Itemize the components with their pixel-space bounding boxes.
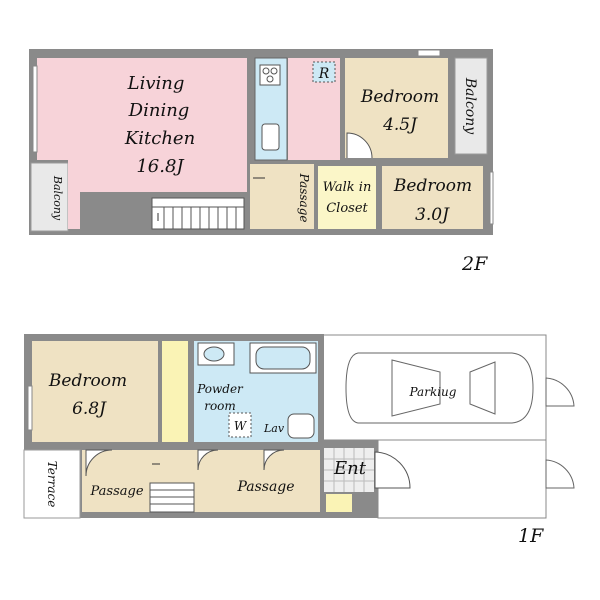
window-mark [489,171,494,225]
bedroom-4-5-label: Bedroom [360,87,439,107]
bedroom-3-0-size: 3.0J [415,205,450,225]
entrance-label: Ent [333,458,367,479]
washer-space [228,412,252,438]
door-swing [85,449,113,477]
bedroom-3-0-room [382,166,483,229]
bedroom-4-5-size: 4.5J [382,115,418,135]
storage-strip [162,341,188,442]
ldk-size: 16.8J [136,156,185,177]
balcony-east-label: Balcony [462,77,478,135]
walk-in-closet [318,166,376,229]
floor-label-1f: 1F [518,525,544,547]
washer-mark: W [234,419,248,433]
burner-icon [266,75,274,83]
door-swing [263,449,285,471]
passage-left-label: Passage [89,484,143,499]
shoe-cabinet [326,494,352,512]
window-mark [32,65,38,153]
powder-room-label-line2: room [204,399,236,413]
ldk-label-line1: Living [127,73,185,94]
stair-treads [150,489,194,505]
wash-basin-icon [203,346,225,362]
ldk-label-line2: Dining [128,100,190,121]
floor-label-2f: 2F [461,253,488,275]
window-mark [27,385,33,431]
car-rear-window [469,361,496,415]
refrigerator-mark: R [318,66,330,82]
burner-icon [262,67,270,75]
stair-treads [152,206,244,229]
tile-grid [324,448,374,492]
passage-right-label: Passage [236,479,294,495]
closet-label-line2: Closet [326,201,368,216]
door-swing [197,449,219,471]
window-mark [417,49,441,57]
sink-icon [261,123,280,151]
gate-swing [545,459,575,489]
stove-icon [259,64,281,86]
bedroom-6-8-label: Bedroom [48,371,127,391]
floor-2f: Living Dining Kitchen 16.8J R Bedroom 4.… [29,49,494,275]
bedroom-6-8-room [32,341,158,442]
terrace [23,449,81,519]
lavatory-label: Lav [263,422,285,435]
bedroom-6-8-size: 6.8J [72,399,107,419]
parking-label: Parkiug [409,385,457,399]
car-windshield [391,359,441,417]
powder-room-label-line1: Powder [196,382,244,396]
ldk-room [37,58,247,229]
burner-icon [270,67,278,75]
gate-swing [545,377,575,407]
bathtub-basin [255,346,311,370]
balcony-west-2f [30,162,69,232]
passage-2f-label: Passage [297,173,311,223]
balcony-east-2f [454,57,488,155]
closet-label-line1: Walk in [323,180,372,195]
floor-1f: Bedroom 6.8J Powder room W Lav Ent Passa… [23,334,575,547]
bedroom-3-0-label: Bedroom [393,176,472,196]
staircase-2f [151,197,245,230]
ldk-label-line3: Kitchen [124,128,195,149]
toilet-icon [287,413,315,439]
entrance-door-swing [374,451,411,489]
passage-2f [250,164,314,229]
terrace-label: Terrace [45,461,59,508]
refrigerator-space [312,61,336,83]
door-swing [346,132,373,159]
balcony-west-label: Balcony [51,175,64,221]
